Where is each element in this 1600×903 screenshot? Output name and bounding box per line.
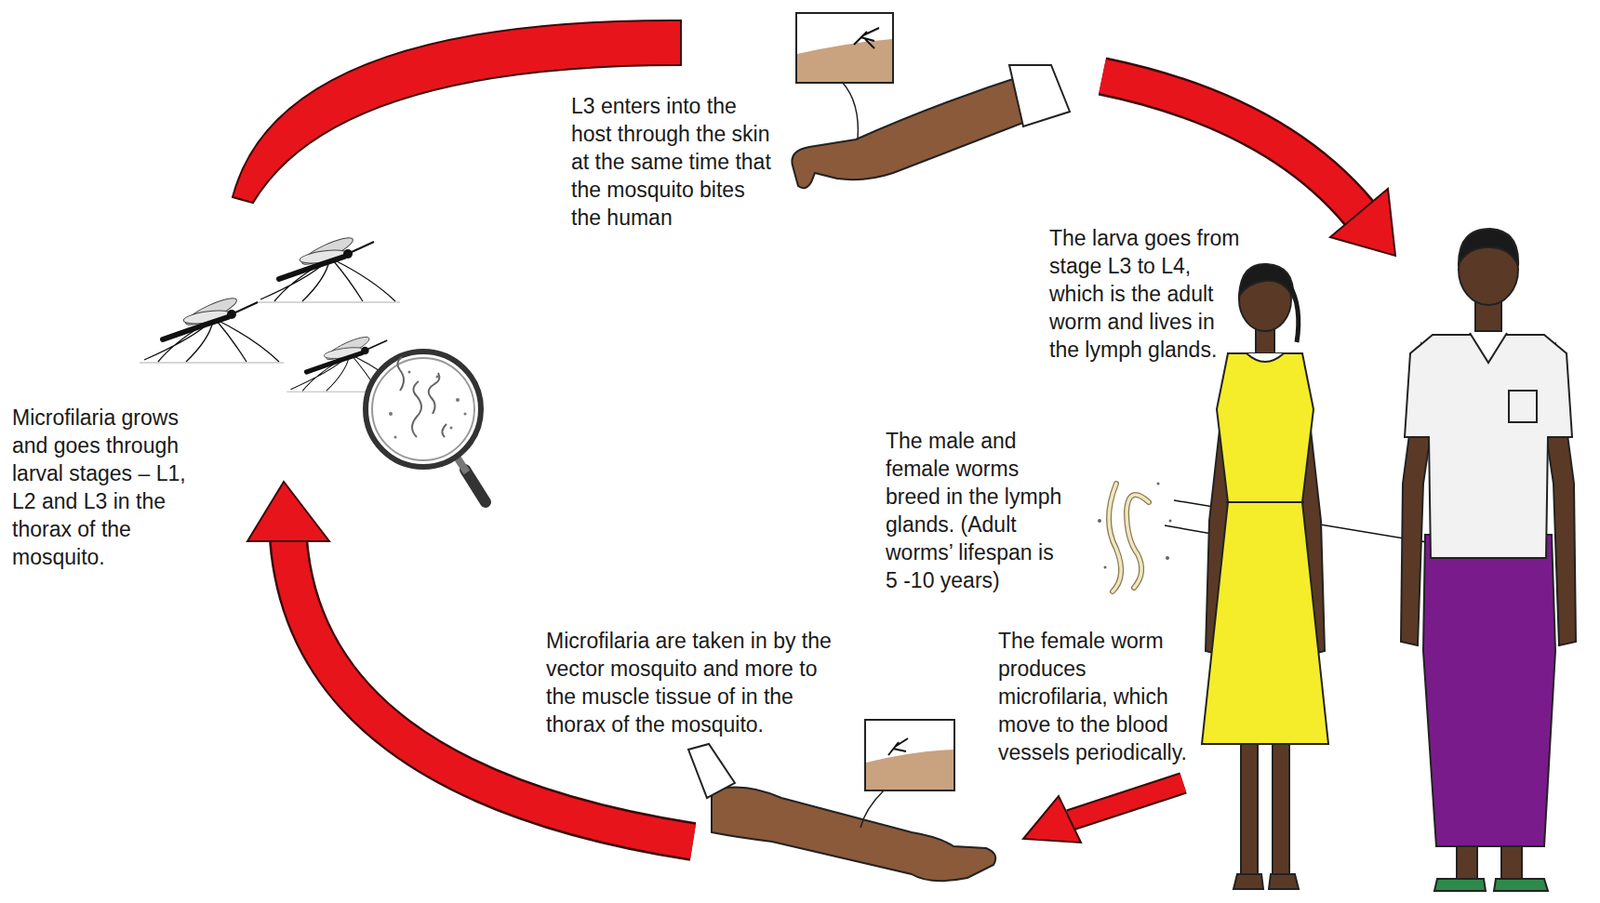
- illustration-part: [1102, 76, 1360, 214]
- illustration-part: [1239, 264, 1294, 298]
- step-note: Microfilaria grows and goes through larv…: [12, 403, 212, 572]
- illustration-part: [1233, 874, 1299, 890]
- illustration-part: [388, 371, 467, 440]
- illustration-part: [1104, 566, 1107, 570]
- illustration-part: [1272, 734, 1290, 875]
- illustration-part: [1126, 494, 1149, 588]
- illustration-part: [1108, 483, 1121, 592]
- step-note: Microfilaria are taken in by the vector …: [546, 626, 838, 739]
- cycle-arrows: [232, 20, 1396, 843]
- illustration-part: [1226, 501, 1305, 504]
- illustration-part: [1246, 353, 1284, 362]
- illustration-part: [1169, 520, 1173, 523]
- mosquitoes: [139, 233, 410, 392]
- illustration-part: [464, 413, 467, 416]
- step-note: L3 enters into the host through the skin…: [571, 92, 772, 232]
- illustration-part: [455, 398, 460, 402]
- illustration-part: [1009, 65, 1070, 127]
- illustration-part: [1240, 734, 1258, 875]
- illustration-part: [372, 358, 475, 461]
- illustration-part: [408, 371, 412, 374]
- girl-figure: [1201, 264, 1329, 890]
- illustration-part: [796, 13, 894, 83]
- illustration-part: [866, 749, 954, 790]
- step-note: The male and female worms breed in the l…: [885, 426, 1070, 595]
- illustration-part: [797, 39, 893, 82]
- illustration-part: [1404, 334, 1573, 559]
- illustration-part: [1469, 333, 1507, 363]
- illustration-part: [1458, 228, 1519, 267]
- illustration-part: [1069, 783, 1184, 821]
- illustration-part: [853, 27, 880, 49]
- arm-bite-bottom: [688, 720, 996, 881]
- illustration-part: [1097, 482, 1173, 570]
- illustration-part: [1423, 534, 1556, 847]
- illustration-part: [465, 469, 486, 503]
- illustration-part: [1108, 483, 1121, 592]
- illustration-part: [1330, 188, 1396, 256]
- illustration-part: [436, 375, 440, 379]
- illustration-part: [1069, 783, 1184, 821]
- illustration-part: [841, 81, 858, 140]
- magnifying-glass: [365, 351, 486, 503]
- illustration-part: [1102, 76, 1360, 214]
- illustration-part: [711, 786, 996, 881]
- illustration-part: [1097, 519, 1102, 523]
- illustration-part: [1289, 284, 1299, 343]
- illustration-part: [865, 720, 955, 791]
- illustration-part: [1023, 796, 1081, 843]
- illustration-part: [860, 790, 884, 828]
- man-figure: [1400, 228, 1576, 892]
- illustration-part: [688, 744, 735, 799]
- illustration-part: [388, 412, 393, 416]
- illustration-part: [365, 351, 481, 467]
- illustration-part: [247, 481, 330, 542]
- illustration-part: [791, 72, 1033, 188]
- illustration-part: [1126, 494, 1149, 588]
- step-note: The female worm produces microfilaria, w…: [998, 626, 1198, 767]
- illustration-part: [888, 738, 908, 756]
- arm-bite-top: [791, 13, 1070, 188]
- illustration-part: [394, 436, 398, 440]
- illustration-part: [397, 357, 447, 438]
- illustration-part: [1434, 879, 1548, 892]
- step-note: The larva goes from stage L3 to L4, whic…: [1049, 224, 1245, 364]
- illustration-part: [1201, 353, 1329, 745]
- illustration-part: [139, 293, 284, 363]
- illustration-part: [1157, 482, 1160, 486]
- illustration-part: [255, 233, 400, 303]
- illustration-part: [1508, 390, 1537, 423]
- illustration-part: [450, 426, 454, 430]
- illustration-part: [1165, 556, 1170, 560]
